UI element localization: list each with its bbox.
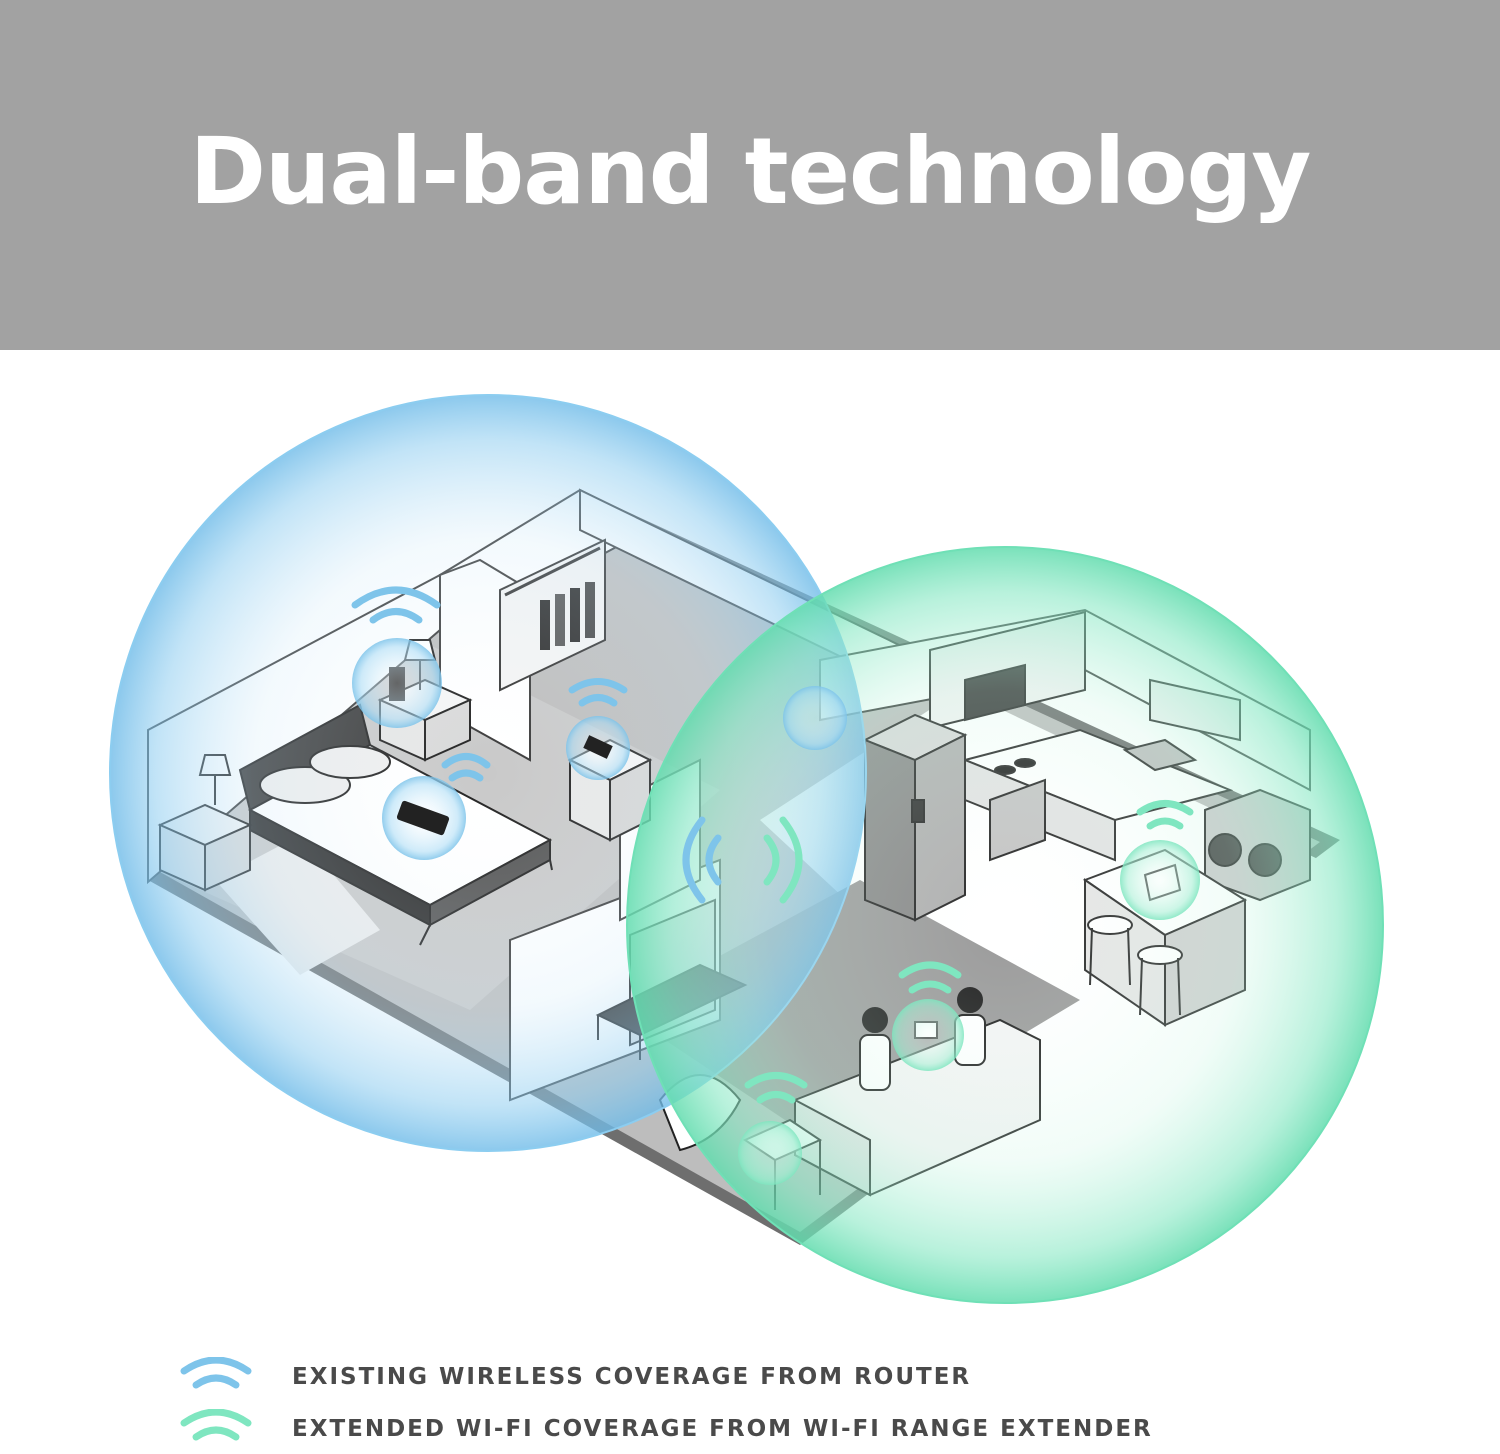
title-banner: Dual-band technology (0, 0, 1500, 350)
wifi-icon (180, 1409, 252, 1441)
wifi-icon (180, 1357, 252, 1389)
legend-label: EXISTING WIRELESS COVERAGE FROM ROUTER (292, 1364, 972, 1390)
page-title: Dual-band technology (189, 117, 1312, 225)
legend-item-router: EXISTING WIRELESS COVERAGE FROM ROUTER (180, 1352, 971, 1402)
extender-coverage-bubble (626, 546, 1384, 1304)
wifi-icon (351, 586, 1194, 1104)
legend-label: EXTENDED WI-FI COVERAGE FROM WI-FI RANGE… (292, 1416, 1153, 1442)
device-bubbles (352, 638, 1200, 1185)
legend-item-extender: EXTENDED WI-FI COVERAGE FROM WI-FI RANGE… (180, 1404, 1153, 1454)
house-coverage-illustration (109, 394, 1384, 1304)
